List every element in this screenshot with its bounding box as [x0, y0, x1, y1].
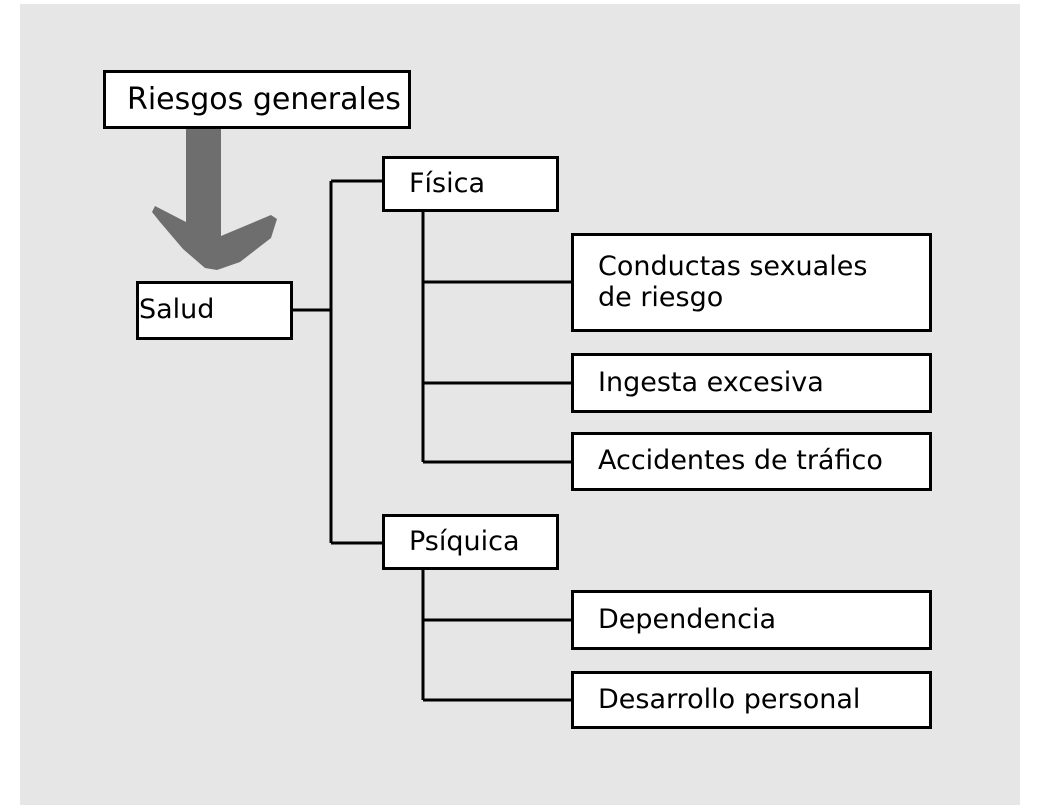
node-label-desarrollo-personal: Desarrollo personal [598, 683, 861, 715]
node-label-dependencia: Dependencia [598, 603, 777, 635]
node-conductas-sexuales-de-riesgo[interactable]: Conductas sexuales de riesgo [571, 233, 932, 332]
node-dependencia[interactable]: Dependencia [571, 590, 932, 650]
node-salud[interactable]: Salud [136, 281, 293, 340]
node-label-psiquica: Psíquica [409, 525, 520, 557]
node-label-salud: Salud [139, 294, 215, 326]
node-label-accidentes-de-trafico: Accidentes de tráfico [598, 445, 883, 477]
node-desarrollo-personal[interactable]: Desarrollo personal [571, 671, 932, 729]
node-ingesta-excesiva[interactable]: Ingesta excesiva [571, 353, 932, 413]
node-label-riesgos-generales: Riesgos generales [127, 81, 401, 117]
node-label-fisica: Física [409, 167, 485, 199]
node-fisica[interactable]: Física [382, 156, 559, 212]
node-riesgos-generales[interactable]: Riesgos generales [103, 70, 411, 129]
node-label-conductas-sexuales-de-riesgo: Conductas sexuales de riesgo [598, 251, 868, 313]
node-psiquica[interactable]: Psíquica [382, 514, 559, 570]
node-label-ingesta-excesiva: Ingesta excesiva [598, 366, 824, 398]
node-accidentes-de-trafico[interactable]: Accidentes de tráfico [571, 432, 932, 491]
